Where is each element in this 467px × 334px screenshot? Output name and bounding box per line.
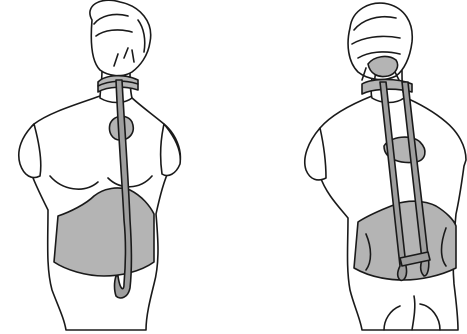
- front-right-arm: [161, 124, 181, 176]
- back-occipital-pad: [368, 57, 398, 77]
- front-view: [19, 0, 181, 330]
- front-head: [90, 0, 151, 75]
- back-view: [305, 3, 466, 330]
